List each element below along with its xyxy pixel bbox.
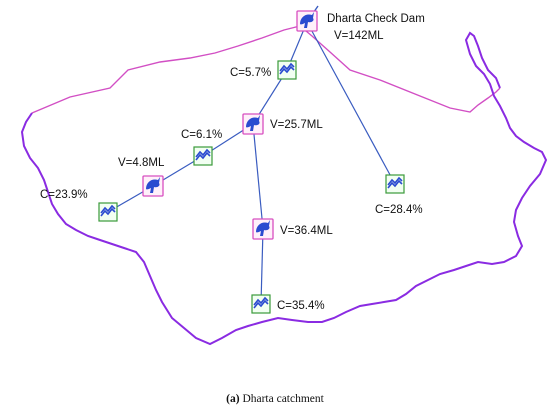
demand-mid-node — [193, 146, 213, 166]
link-dam-lower-to-demand-bottom — [260, 228, 264, 305]
demand-bottom-coverage-label: C=35.4% — [277, 300, 325, 312]
dharta-dam-volume-label: V=142ML — [334, 30, 384, 42]
caption-text: Dharta catchment — [239, 393, 324, 405]
catchment-boundary-lower — [20, 31, 548, 346]
demand-top-node — [277, 60, 297, 80]
link-dam-mid-to-dam-lower — [252, 123, 264, 230]
dharta-check-dam-node — [296, 10, 318, 32]
demand-bottom-node — [251, 294, 271, 314]
dam-mid-volume-label: V=25.7ML — [270, 119, 323, 131]
demand-left-coverage-label: C=23.9% — [40, 189, 88, 201]
demand-left-node — [98, 202, 118, 222]
dharta-dam-name-label: Dharta Check Dam — [327, 13, 425, 25]
dam-left-volume-label: V=4.8ML — [118, 157, 165, 169]
link-dharta-to-demand-right — [306, 21, 396, 185]
demand-mid-coverage-label: C=6.1% — [181, 129, 222, 141]
dam-lower-volume-label: V=36.4ML — [280, 225, 333, 237]
dam-mid-node — [242, 113, 264, 135]
demand-right-node — [385, 174, 405, 194]
dam-left-node — [142, 175, 164, 197]
network-links — [107, 5, 396, 305]
demand-right-coverage-label: C=28.4% — [375, 204, 423, 216]
figure-caption: (a) Dharta catchment — [0, 393, 550, 405]
caption-tag: (a) — [226, 393, 240, 405]
demand-top-coverage-label: C=5.7% — [230, 67, 271, 79]
dam-lower-node — [252, 218, 274, 240]
